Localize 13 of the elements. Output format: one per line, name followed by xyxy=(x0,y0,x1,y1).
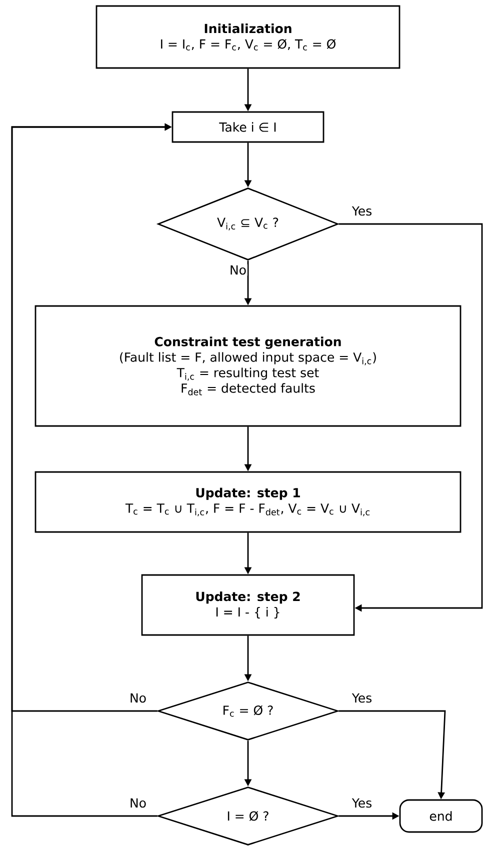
edge-label: Yes xyxy=(350,797,374,809)
edge-label: No xyxy=(228,264,248,276)
edge-label: Yes xyxy=(350,205,374,217)
process-box: Update: step 1 T$_{c}$ = T$_{c}$ ∪ T$_{i,c}$, F = F - F$_{det}$, V$_{c}$ = V$_{c}$ ∪ V$_{i,c}$ xyxy=(34,471,462,533)
process-box: Take i ∈ I xyxy=(172,111,324,143)
edge-label: No xyxy=(128,797,148,809)
process-box: Initialization I = I$_{c}$, F = F$_{c}$, V$_{c}$ = Ø, T$_{c}$ = Ø xyxy=(96,5,400,69)
process-box: Constraint test generation (Fault list = F, allowed input space = V$_{i,c}$) T$_{i,c}$ = resulting test set F$_{det}$ = detected faults xyxy=(34,305,462,427)
edge-label: Yes xyxy=(350,692,374,704)
arrow xyxy=(338,223,483,612)
terminal-box: end xyxy=(399,799,483,833)
process-box: Update: step 2 I = I - { i } xyxy=(141,574,355,636)
edge-label: No xyxy=(128,692,148,704)
